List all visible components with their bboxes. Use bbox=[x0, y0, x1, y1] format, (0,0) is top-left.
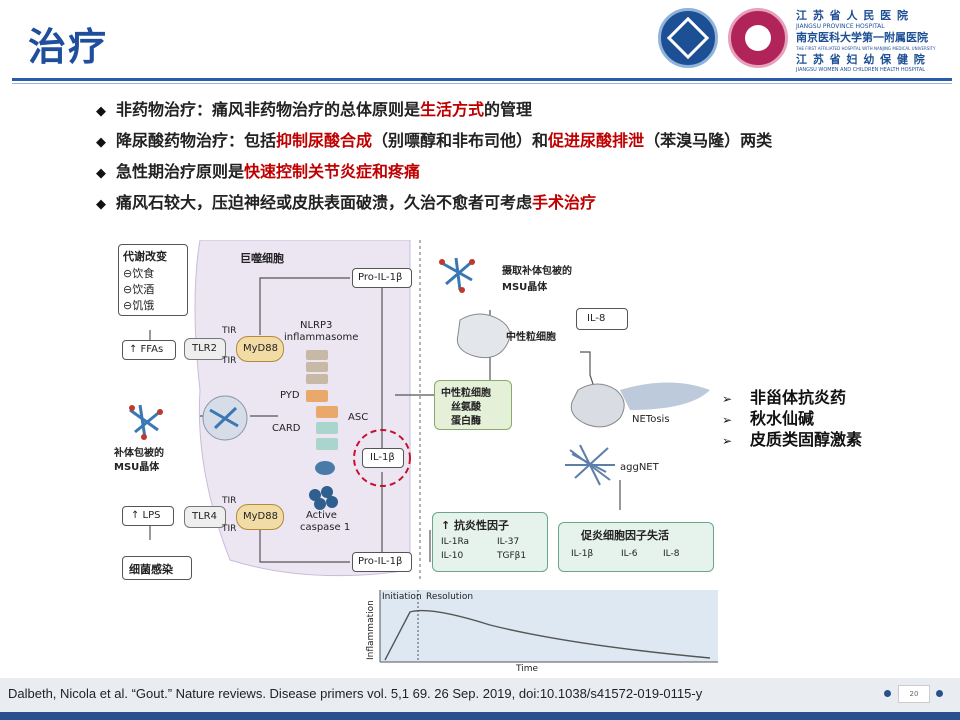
footer-bar bbox=[0, 678, 960, 712]
drug-item: ➢秋水仙碱 bbox=[722, 409, 815, 428]
arrow-bullet-icon: ➢ bbox=[722, 413, 733, 427]
figure-graphics bbox=[129, 240, 718, 663]
hospital-logo-1 bbox=[658, 8, 718, 68]
netosis-cell-icon bbox=[570, 383, 625, 428]
metabolic-changes-box: 代谢改变 ⊖饮食 ⊖饮酒 ⊖饥饿 bbox=[118, 244, 188, 316]
myd88-adaptor-top: MyD88 bbox=[236, 336, 284, 362]
page-number: 20 bbox=[898, 685, 930, 703]
bullet-item: ◆急性期治疗原则是快速控制关节炎症和疼痛 bbox=[96, 162, 421, 181]
il8-box: IL-8 bbox=[576, 308, 628, 330]
footer-dot-icon bbox=[884, 690, 891, 697]
active-caspase-shape bbox=[309, 486, 338, 510]
pro-il1b-top-box: Pro-IL-1β bbox=[352, 268, 412, 288]
msu-crystal-icon bbox=[129, 404, 163, 440]
hospital-name-cn-1: 江 苏 省 人 民 医 院 bbox=[796, 9, 909, 22]
hospital-name-en-2: THE FIRST AFFILIATED HOSPITAL WITH NANJI… bbox=[796, 46, 936, 51]
aggnet-icon bbox=[565, 444, 615, 486]
il1b-box: IL-1β bbox=[362, 448, 404, 468]
bullet-item: ◆痛风石较大，压迫神经或皮肤表面破溃，久治不愈者可考虑手术治疗 bbox=[96, 193, 597, 212]
bullet-item: ◆非药物治疗：痛风非药物治疗的总体原则是生活方式的管理 bbox=[96, 100, 533, 119]
bacterial-infection-box: 细菌感染 bbox=[122, 556, 192, 580]
neutrophil-icon bbox=[456, 313, 511, 359]
anti-inflammatory-box: ↑ 抗炎性因子 IL-1Ra IL-37 IL-10 TGFβ1 bbox=[432, 512, 548, 572]
il1b-highlight-circle bbox=[353, 429, 411, 487]
diamond-bullet-icon: ◆ bbox=[96, 104, 106, 119]
diamond-bullet-icon: ◆ bbox=[96, 135, 106, 150]
drug-list: ➢非甾体抗炎药 ➢秋水仙碱 ➢皮质类固醇激素 bbox=[722, 384, 863, 449]
gout-pathway-figure: 代谢改变 ⊖饮食 ⊖饮酒 ⊖饥饿 ↑ FFAs TLR2 TIR TIR MyD… bbox=[110, 240, 718, 676]
macrophage-label: 巨噬细胞 bbox=[240, 252, 284, 265]
hospital-name-en-3: JIANGSU WOMEN AND CHILDREN HEALTH HOSPIT… bbox=[796, 67, 926, 73]
ffas-box: ↑ FFAs bbox=[122, 340, 176, 360]
msu-crystal-top-icon bbox=[439, 257, 475, 293]
lps-box: ↑ LPS bbox=[122, 506, 174, 526]
pro-il1b-bottom-box: Pro-IL-1β bbox=[352, 552, 412, 572]
slide-title: 治疗 bbox=[28, 25, 109, 69]
hospital-name-en-1: JIANGSU PROVINCE HOSPITAL bbox=[796, 23, 885, 30]
hospital-name-cn-3: 江 苏 省 妇 幼 保 健 院 bbox=[796, 53, 926, 66]
tlr2-receptor: TLR2 bbox=[184, 338, 226, 360]
bullet-item: ◆降尿酸药物治疗：包括抑制尿酸合成（别嘌醇和非布司他）和促进尿酸排泄（苯溴马隆）… bbox=[96, 131, 773, 150]
arrow-bullet-icon: ➢ bbox=[722, 392, 733, 406]
drug-item: ➢皮质类固醇激素 bbox=[722, 430, 863, 449]
header-divider-thin bbox=[12, 83, 952, 84]
header-divider bbox=[12, 78, 952, 81]
citation: Dalbeth, Nicola et al. “Gout.” Nature re… bbox=[8, 686, 703, 701]
proinflammatory-inactivation-box: 促炎细胞因子失活 IL-1β IL-6 IL-8 bbox=[558, 522, 714, 572]
hospital-name-cn-2: 南京医科大学第一附属医院 bbox=[796, 31, 928, 44]
tlr4-receptor: TLR4 bbox=[184, 506, 226, 528]
arrow-bullet-icon: ➢ bbox=[722, 434, 733, 448]
hospital-names: 江 苏 省 人 民 医 院 JIANGSU PROVINCE HOSPITAL … bbox=[796, 10, 948, 76]
diamond-bullet-icon: ◆ bbox=[96, 197, 106, 212]
diamond-bullet-icon: ◆ bbox=[96, 166, 106, 181]
net-strands-icon bbox=[620, 382, 710, 410]
nlrp3-inflammasome-shape bbox=[306, 350, 338, 475]
serine-protease-box: 中性粒细胞 丝氨酸 蛋白酶 bbox=[434, 380, 512, 430]
footer-dot-icon bbox=[936, 690, 943, 697]
inflammation-curve-chart bbox=[379, 590, 718, 663]
hospital-logo-2 bbox=[728, 8, 788, 68]
macrophage-cell bbox=[194, 240, 411, 577]
drug-item: ➢非甾体抗炎药 bbox=[722, 388, 847, 407]
footer-line bbox=[0, 712, 960, 720]
bullet-list: ◆非药物治疗：痛风非药物治疗的总体原则是生活方式的管理 ◆降尿酸药物治疗：包括抑… bbox=[96, 96, 772, 220]
myd88-adaptor-bottom: MyD88 bbox=[236, 504, 284, 530]
